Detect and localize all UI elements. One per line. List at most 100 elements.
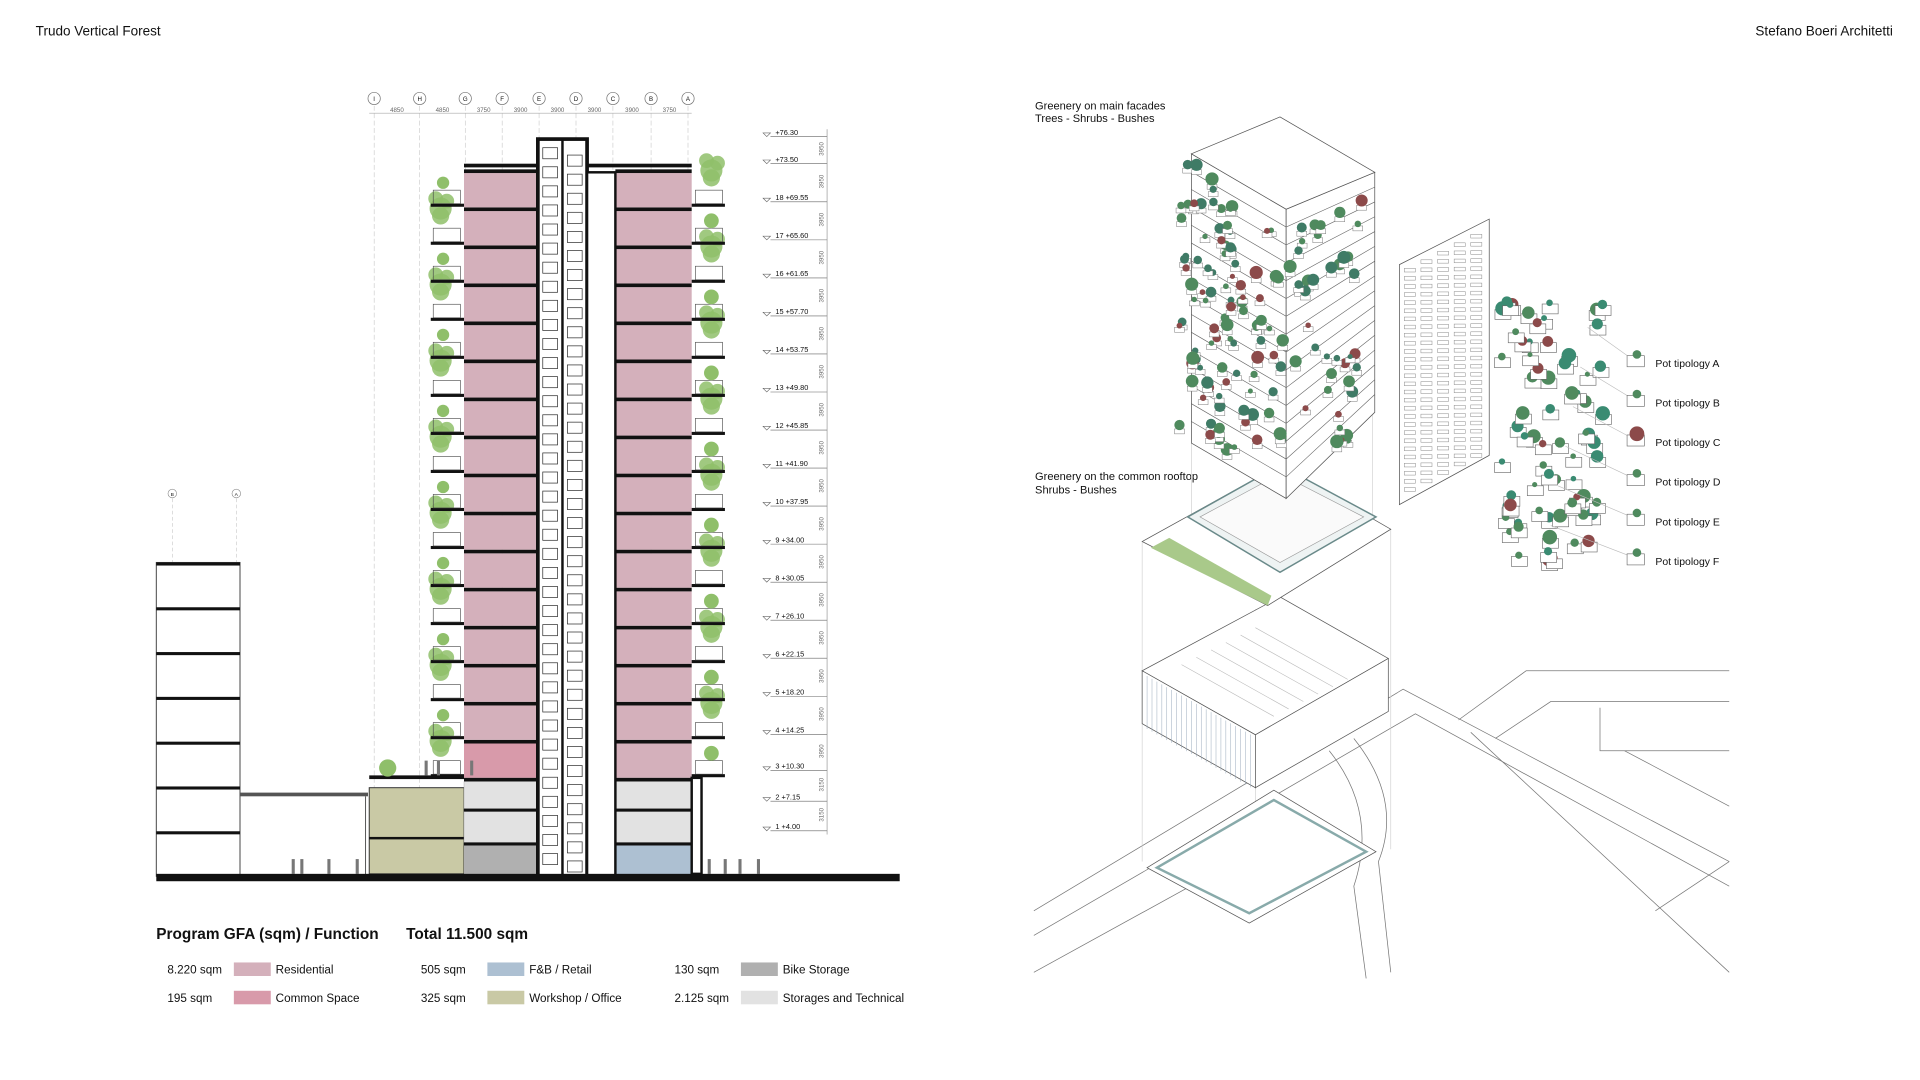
balcony-module bbox=[1420, 438, 1433, 443]
balcony-module bbox=[1437, 251, 1449, 256]
balcony-module bbox=[1420, 292, 1433, 297]
balcony-module bbox=[1437, 283, 1449, 288]
stair-flight bbox=[567, 631, 583, 644]
level-label: 6 +22.15 bbox=[775, 649, 804, 658]
balcony-module bbox=[1420, 357, 1433, 362]
balcony-module bbox=[1470, 453, 1483, 458]
balcony-module bbox=[1420, 397, 1433, 402]
level-marker-icon bbox=[762, 730, 772, 735]
residential-floor bbox=[464, 173, 538, 208]
stair-flight bbox=[567, 364, 583, 377]
stair-flight bbox=[567, 288, 583, 301]
planter bbox=[695, 341, 723, 357]
tree-icon bbox=[1512, 328, 1520, 336]
balcony-module bbox=[1420, 422, 1433, 427]
stair-flight bbox=[567, 803, 583, 816]
level-marker-icon bbox=[762, 388, 772, 393]
floor-slab bbox=[464, 625, 538, 630]
tree-icon bbox=[428, 191, 444, 207]
tree-icon bbox=[1515, 551, 1523, 559]
planter bbox=[432, 341, 461, 357]
residential-floor bbox=[615, 211, 692, 246]
floor-slab bbox=[464, 283, 538, 288]
balcony-module bbox=[1453, 348, 1466, 353]
rooftop-lawn bbox=[1150, 537, 1272, 606]
rooftop-greenery-note-sub: Shrubs - Bushes bbox=[1035, 485, 1117, 497]
canopy bbox=[240, 792, 368, 797]
stair-flight bbox=[567, 727, 583, 739]
stair-flight bbox=[542, 643, 558, 656]
tree-icon bbox=[1335, 410, 1342, 418]
balcony-right bbox=[691, 393, 725, 397]
tree-icon bbox=[1215, 392, 1223, 400]
stair-flight bbox=[542, 433, 558, 446]
pot-box bbox=[1526, 485, 1544, 496]
tree-icon bbox=[1326, 368, 1337, 379]
balcony-module bbox=[1470, 250, 1483, 255]
floor-height-dimension: 3950 bbox=[818, 593, 825, 607]
planter bbox=[695, 265, 723, 281]
floor-slab bbox=[615, 321, 692, 326]
balcony-module bbox=[1404, 487, 1416, 492]
tree-icon bbox=[1535, 506, 1543, 515]
tree-icon bbox=[1197, 364, 1204, 371]
tree-icon bbox=[1190, 158, 1203, 171]
floor-slab bbox=[464, 511, 538, 516]
balcony-left bbox=[430, 317, 464, 321]
ground-line bbox=[156, 873, 900, 882]
balcony-left bbox=[430, 507, 464, 512]
residential-floor bbox=[615, 743, 692, 778]
level-label: 16 +61.65 bbox=[775, 269, 808, 278]
planter bbox=[695, 189, 723, 204]
residential-floor bbox=[615, 325, 692, 360]
balcony-left bbox=[430, 698, 464, 702]
tree-icon bbox=[1294, 246, 1303, 255]
pot-plant-icon bbox=[1632, 548, 1642, 557]
balcony-module bbox=[1453, 356, 1466, 361]
floor-height-dimension: 3950 bbox=[818, 174, 825, 188]
balcony-module bbox=[1404, 268, 1416, 273]
level-marker-icon bbox=[762, 766, 772, 771]
legend-swatch bbox=[487, 990, 525, 1005]
balcony-left bbox=[430, 736, 464, 740]
level-label: 3 +10.30 bbox=[775, 762, 804, 771]
floor-slab bbox=[464, 549, 538, 554]
balcony-module bbox=[1420, 308, 1433, 313]
stair-flight bbox=[542, 528, 558, 541]
residential-floor bbox=[615, 401, 692, 436]
tree-icon bbox=[699, 609, 714, 625]
balcony-module bbox=[1437, 291, 1449, 296]
pot-plant-icon bbox=[1629, 426, 1645, 442]
storage-technical-floor bbox=[615, 781, 692, 809]
floor-height-dimension: 3950 bbox=[818, 478, 825, 492]
residential-floor bbox=[464, 439, 538, 474]
balcony-module bbox=[1420, 267, 1433, 272]
grid-dimension: 3900 bbox=[551, 107, 565, 114]
old-axis-bubble bbox=[167, 488, 177, 499]
level-label: 7 +26.10 bbox=[775, 611, 804, 620]
balcony-module bbox=[1470, 429, 1483, 434]
level-label: 18 +69.55 bbox=[775, 193, 808, 202]
storage-technical-floor bbox=[615, 811, 692, 843]
stair-flight bbox=[567, 383, 583, 396]
stair-flight bbox=[542, 624, 558, 637]
grid-axis-label: B bbox=[649, 96, 653, 103]
stair-flight bbox=[567, 307, 583, 320]
balcony-right bbox=[691, 507, 725, 512]
storage-technical-floor bbox=[463, 781, 539, 809]
parking-line bbox=[1210, 649, 1304, 702]
tree-icon bbox=[702, 473, 720, 491]
stair-flight bbox=[567, 231, 583, 243]
tree-icon bbox=[1506, 490, 1517, 501]
parking-line bbox=[1225, 642, 1319, 695]
balcony-right bbox=[691, 469, 725, 473]
balcony-module bbox=[1437, 267, 1449, 272]
floor-slab bbox=[615, 625, 692, 630]
tree-icon bbox=[1504, 498, 1517, 512]
tree-icon bbox=[1204, 264, 1212, 273]
tree-icon bbox=[1225, 242, 1236, 253]
tree-icon bbox=[1307, 273, 1320, 286]
leader-line bbox=[1572, 406, 1631, 438]
stair-flight bbox=[567, 650, 583, 663]
level-label: 11 +41.90 bbox=[775, 459, 807, 468]
